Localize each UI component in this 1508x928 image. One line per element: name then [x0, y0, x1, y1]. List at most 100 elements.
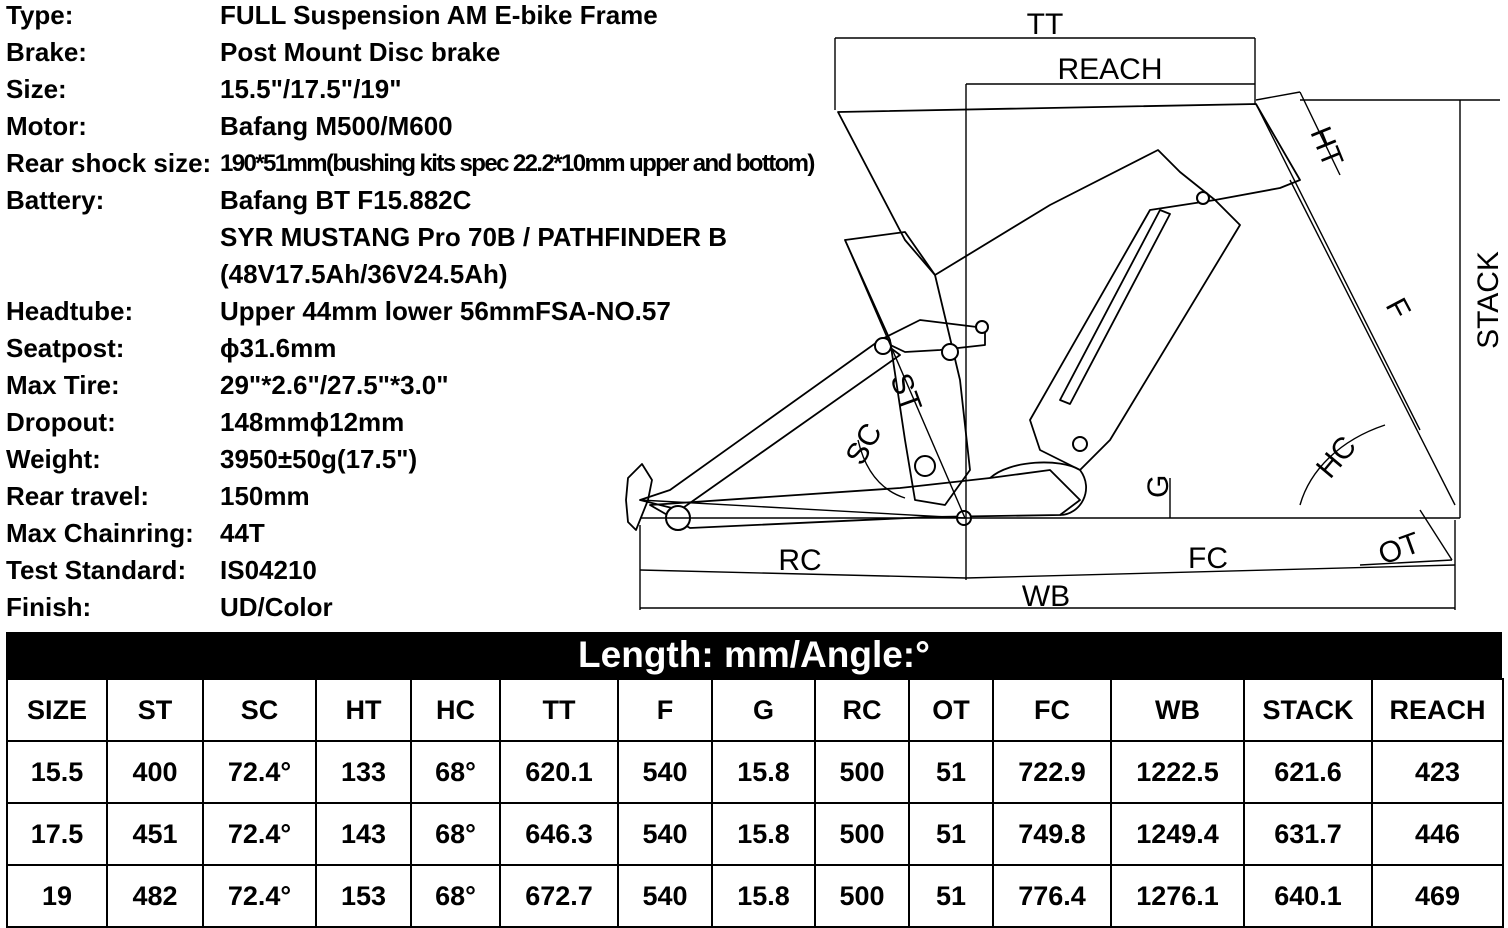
table-cell: 133 — [315, 740, 412, 804]
table-cell: 500 — [814, 802, 910, 866]
label-g: G — [1142, 475, 1175, 498]
spec-value: Bafang M500/M600 — [220, 111, 453, 141]
spec-label: Size: — [6, 74, 67, 104]
spec-value: 44T — [220, 518, 265, 548]
table-cell: 451 — [106, 802, 204, 866]
table-cell: 500 — [814, 740, 910, 804]
label-tt: TT — [1027, 8, 1064, 41]
table-cell: 51 — [908, 740, 994, 804]
table-row: 19 482 72.4° 153 68° 672.7 540 15.8 500 … — [6, 864, 1504, 928]
spec-value: FULL Suspension AM E-bike Frame — [220, 0, 658, 30]
spec-value: UD/Color — [220, 592, 333, 622]
table-cell: 72.4° — [202, 740, 317, 804]
spec-label: Battery: — [6, 185, 105, 215]
label-f: F — [1379, 293, 1417, 325]
column-header: G — [711, 678, 816, 742]
table-cell: 500 — [814, 864, 910, 928]
table-cell: 672.7 — [499, 864, 619, 928]
table-cell: 620.1 — [499, 740, 619, 804]
column-header: TT — [499, 678, 619, 742]
dimension-lines — [639, 37, 1500, 610]
spec-value: 190*51mm(bushing kits spec 22.2*10mm upp… — [220, 150, 815, 177]
spec-value: 150mm — [220, 481, 310, 511]
table-cell: 143 — [315, 802, 412, 866]
table-cell: 51 — [908, 802, 994, 866]
column-header: HC — [410, 678, 501, 742]
spec-value: (48V17.5Ah/36V24.5Ah) — [220, 259, 508, 289]
column-header: ST — [106, 678, 204, 742]
spec-label: Finish: — [6, 592, 92, 622]
column-header: REACH — [1371, 678, 1504, 742]
spec-label: Type: — [6, 0, 74, 30]
spec-value: 3950±50g(17.5") — [220, 444, 418, 474]
label-fc: FC — [1188, 542, 1228, 575]
table-cell: 51 — [908, 864, 994, 928]
label-st: ST — [883, 369, 927, 416]
spec-value: Bafang BT F15.882C — [220, 185, 472, 215]
geometry-grid: SIZE ST SC HT HC TT F G RC OT FC WB STAC… — [6, 678, 1504, 928]
table-cell: 68° — [410, 740, 501, 804]
table-cell: 1249.4 — [1110, 802, 1245, 866]
spec-label: Rear shock size: — [6, 148, 212, 178]
column-header: HT — [315, 678, 412, 742]
label-rc: RC — [778, 544, 821, 577]
table-cell: 540 — [617, 864, 713, 928]
table-cell: 15.5 — [6, 740, 108, 804]
table-cell: 1222.5 — [1110, 740, 1245, 804]
column-header: SIZE — [6, 678, 108, 742]
spec-label: Max Chainring: — [6, 518, 194, 548]
spec-value: Upper 44mm lower 56mmFSA-NO.57 — [220, 296, 671, 326]
label-sc: SC — [839, 418, 888, 471]
spec-label: Brake: — [6, 37, 87, 67]
spec-value: SYR MUSTANG Pro 70B / PATHFINDER B — [220, 222, 728, 252]
frame-outline — [625, 103, 1301, 531]
table-cell: 17.5 — [6, 802, 108, 866]
spec-label: Motor: — [6, 111, 87, 141]
spec-label: Weight: — [6, 444, 101, 474]
table-cell: 68° — [410, 864, 501, 928]
pivot-points — [665, 191, 1210, 531]
table-cell: 446 — [1371, 802, 1504, 866]
table-cell: 15.8 — [711, 864, 816, 928]
spec-label: Rear travel: — [6, 481, 150, 511]
table-cell: 776.4 — [992, 864, 1112, 928]
spec-value: 148mmϕ12mm — [220, 407, 405, 437]
frame-geometry-diagram: TT REACH HT STACK F HC ST SC G OT RC FC … — [625, 8, 1505, 613]
dimension-labels: TT REACH HT STACK F HC ST SC G OT RC FC … — [778, 8, 1505, 613]
table-cell: 68° — [410, 802, 501, 866]
label-stack: STACK — [1472, 251, 1505, 349]
table-cell: 722.9 — [992, 740, 1112, 804]
table-title: Length: mm/Angle:° — [6, 632, 1502, 678]
table-cell: 621.6 — [1243, 740, 1373, 804]
table-cell: 469 — [1371, 864, 1504, 928]
spec-value: ϕ31.6mm — [220, 333, 337, 363]
table-cell: 72.4° — [202, 864, 317, 928]
spec-label: Test Standard: — [6, 555, 187, 585]
label-wb: WB — [1022, 580, 1070, 613]
spec-label: Headtube: — [6, 296, 134, 326]
table-cell: 400 — [106, 740, 204, 804]
geometry-table: Length: mm/Angle:° SIZE ST SC HT HC TT F… — [6, 632, 1504, 928]
table-cell: 482 — [106, 864, 204, 928]
table-cell: 423 — [1371, 740, 1504, 804]
table-cell: 749.8 — [992, 802, 1112, 866]
table-cell: 640.1 — [1243, 864, 1373, 928]
label-reach: REACH — [1057, 53, 1162, 86]
table-cell: 15.8 — [711, 740, 816, 804]
column-header: RC — [814, 678, 910, 742]
table-cell: 540 — [617, 740, 713, 804]
spec-value: Post Mount Disc brake — [220, 37, 501, 67]
table-cell: 646.3 — [499, 802, 619, 866]
table-cell: 15.8 — [711, 802, 816, 866]
spec-label: Max Tire: — [6, 370, 120, 400]
column-header: WB — [1110, 678, 1245, 742]
table-cell: 631.7 — [1243, 802, 1373, 866]
column-header: STACK — [1243, 678, 1373, 742]
spec-value: IS04210 — [220, 555, 317, 585]
column-header: OT — [908, 678, 994, 742]
spec-label: Dropout: — [6, 407, 116, 437]
column-header: FC — [992, 678, 1112, 742]
label-ot: OT — [1374, 526, 1424, 571]
spec-value: 29"*2.6"/27.5"*3.0" — [220, 370, 449, 400]
table-cell: 72.4° — [202, 802, 317, 866]
